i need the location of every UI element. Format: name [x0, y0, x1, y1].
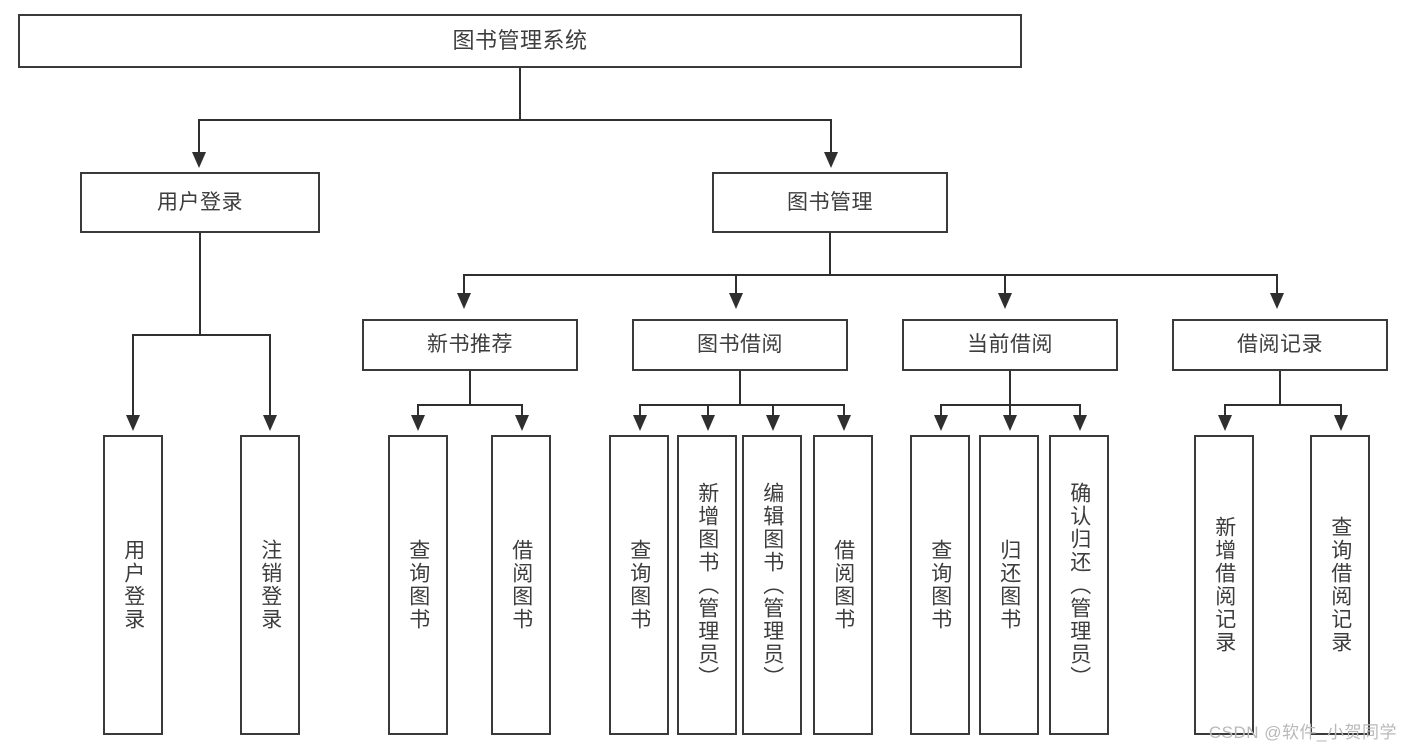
connector-root-stem [519, 68, 521, 120]
node-leaf-return-book[interactable]: 归还图书 [979, 435, 1039, 735]
leaf-label: 注销登录 [258, 539, 282, 631]
arrow-to-borrow-record [1270, 293, 1284, 309]
node-leaf-edit-book[interactable]: 编辑图书（管理员） [742, 435, 802, 735]
node-leaf-user-login[interactable]: 用户登录 [103, 435, 163, 735]
node-current-borrow[interactable]: 当前借阅 [902, 319, 1118, 371]
connector-new-book-r [521, 404, 523, 416]
connector-current-borrow-3 [1079, 404, 1081, 416]
arrow-leaf-return-book [1003, 415, 1017, 431]
arrow-leaf-edit-book [766, 415, 780, 431]
node-book-management[interactable]: 图书管理 [712, 172, 948, 233]
node-leaf-borrow-book-2[interactable]: 借阅图书 [813, 435, 873, 735]
node-root-system[interactable]: 图书管理系统 [18, 14, 1022, 68]
arrow-to-book-borrow [729, 293, 743, 309]
node-new-book-recommend[interactable]: 新书推荐 [362, 319, 578, 371]
connector-book-borrow-stem [739, 371, 741, 405]
connector-to-borrow-record [1276, 274, 1278, 294]
connector-borrow-record-stem [1279, 371, 1281, 405]
connector-book-borrow-3 [772, 404, 774, 416]
node-leaf-add-record[interactable]: 新增借阅记录 [1194, 435, 1254, 735]
node-leaf-borrow-book-1[interactable]: 借阅图书 [491, 435, 551, 735]
connector-book-borrow-4 [843, 404, 845, 416]
arrow-to-book-management [824, 152, 838, 168]
node-borrow-record[interactable]: 借阅记录 [1172, 319, 1388, 371]
arrow-to-current-borrow [998, 293, 1012, 309]
arrow-to-new-book-recommend [457, 293, 471, 309]
connector-level2-bus [463, 274, 1277, 276]
connector-new-book-l [417, 404, 419, 416]
leaf-label: 确认归还（管理员） [1067, 481, 1091, 689]
connector-book-management-stem [829, 233, 831, 275]
connector-book-borrow-2 [707, 404, 709, 416]
leaf-label: 查询图书 [406, 539, 430, 631]
leaf-label: 归还图书 [997, 539, 1021, 631]
node-leaf-query-book-3[interactable]: 查询图书 [910, 435, 970, 735]
arrow-leaf-query-book-2 [633, 415, 647, 431]
connector-to-book-management [830, 119, 832, 153]
connector-to-user-login [198, 119, 200, 153]
leaf-label: 借阅图书 [831, 539, 855, 631]
arrow-to-user-login [192, 152, 206, 168]
connector-to-current-borrow [1004, 274, 1006, 294]
arrow-leaf-query-record [1334, 415, 1348, 431]
connector-current-borrow-2 [1009, 404, 1011, 416]
arrow-leaf-add-record [1218, 415, 1232, 431]
node-user-login[interactable]: 用户登录 [80, 172, 320, 233]
node-leaf-query-book-2[interactable]: 查询图书 [609, 435, 669, 735]
arrow-leaf-borrow-book-2 [837, 415, 851, 431]
leaf-label: 查询图书 [928, 539, 952, 631]
node-leaf-query-record[interactable]: 查询借阅记录 [1310, 435, 1370, 735]
connector-book-borrow-1 [639, 404, 641, 416]
node-leaf-confirm-return[interactable]: 确认归还（管理员） [1049, 435, 1109, 735]
leaf-label: 编辑图书（管理员） [760, 481, 784, 689]
arrow-leaf-confirm-return [1073, 415, 1087, 431]
connector-current-borrow-1 [940, 404, 942, 416]
node-leaf-add-book[interactable]: 新增图书（管理员） [677, 435, 737, 735]
connector-user-login-right [269, 334, 271, 416]
connector-user-login-bus [132, 334, 270, 336]
node-leaf-user-logout[interactable]: 注销登录 [240, 435, 300, 735]
arrow-leaf-user-login [126, 415, 140, 431]
arrow-leaf-query-book-3 [934, 415, 948, 431]
connector-user-login-left [132, 334, 134, 416]
node-leaf-query-book-1[interactable]: 查询图书 [388, 435, 448, 735]
leaf-label: 新增图书（管理员） [695, 481, 719, 689]
leaf-label: 新增借阅记录 [1212, 516, 1236, 654]
leaf-label: 查询图书 [627, 539, 651, 631]
connector-current-borrow-stem [1009, 371, 1011, 405]
arrow-leaf-borrow-book-1 [515, 415, 529, 431]
leaf-label: 查询借阅记录 [1328, 516, 1352, 654]
connector-new-book-stem [469, 371, 471, 405]
connector-user-login-stem [199, 233, 201, 335]
leaf-label: 用户登录 [121, 539, 145, 631]
connector-borrow-record-bus [1224, 404, 1342, 406]
connector-borrow-record-l [1224, 404, 1226, 416]
leaf-label: 借阅图书 [509, 539, 533, 631]
connector-to-book-borrow [735, 274, 737, 294]
connector-new-book-bus [417, 404, 522, 406]
arrow-leaf-user-logout [263, 415, 277, 431]
connector-book-borrow-bus [639, 404, 844, 406]
connector-to-new-book [463, 274, 465, 294]
csdn-watermark: CSDN @软件_小贺同学 [1208, 723, 1397, 742]
connector-borrow-record-r [1340, 404, 1342, 416]
arrow-leaf-add-book [701, 415, 715, 431]
connector-level1-bus [198, 119, 832, 121]
node-book-borrow[interactable]: 图书借阅 [632, 319, 848, 371]
arrow-leaf-query-book-1 [411, 415, 425, 431]
